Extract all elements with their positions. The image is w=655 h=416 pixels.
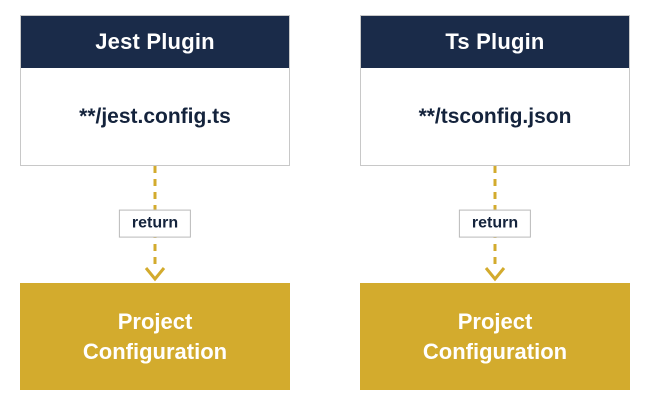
ts-arrow-zone: return: [360, 166, 630, 283]
jest-plugin-card: Jest Plugin **/jest.config.ts: [20, 15, 290, 166]
ts-project-configuration-box: Project Configuration: [360, 283, 630, 390]
jest-plugin-header: Jest Plugin: [21, 16, 289, 68]
dashed-arrow-down-icon: [484, 166, 506, 282]
ts-glob-pattern: **/tsconfig.json: [361, 68, 629, 165]
jest-plugin-column: Jest Plugin **/jest.config.ts return Pro…: [20, 15, 290, 390]
jest-arrow-zone: return: [20, 166, 290, 283]
ts-return-label: return: [458, 209, 532, 238]
plugin-flow-diagram: Jest Plugin **/jest.config.ts return Pro…: [20, 15, 630, 390]
ts-plugin-card: Ts Plugin **/tsconfig.json: [360, 15, 630, 166]
ts-plugin-header: Ts Plugin: [361, 16, 629, 68]
dashed-arrow-down-icon: [144, 166, 166, 282]
jest-return-label: return: [118, 209, 192, 238]
jest-glob-pattern: **/jest.config.ts: [21, 68, 289, 165]
jest-project-configuration-box: Project Configuration: [20, 283, 290, 390]
ts-plugin-column: Ts Plugin **/tsconfig.json return Projec…: [360, 15, 630, 390]
